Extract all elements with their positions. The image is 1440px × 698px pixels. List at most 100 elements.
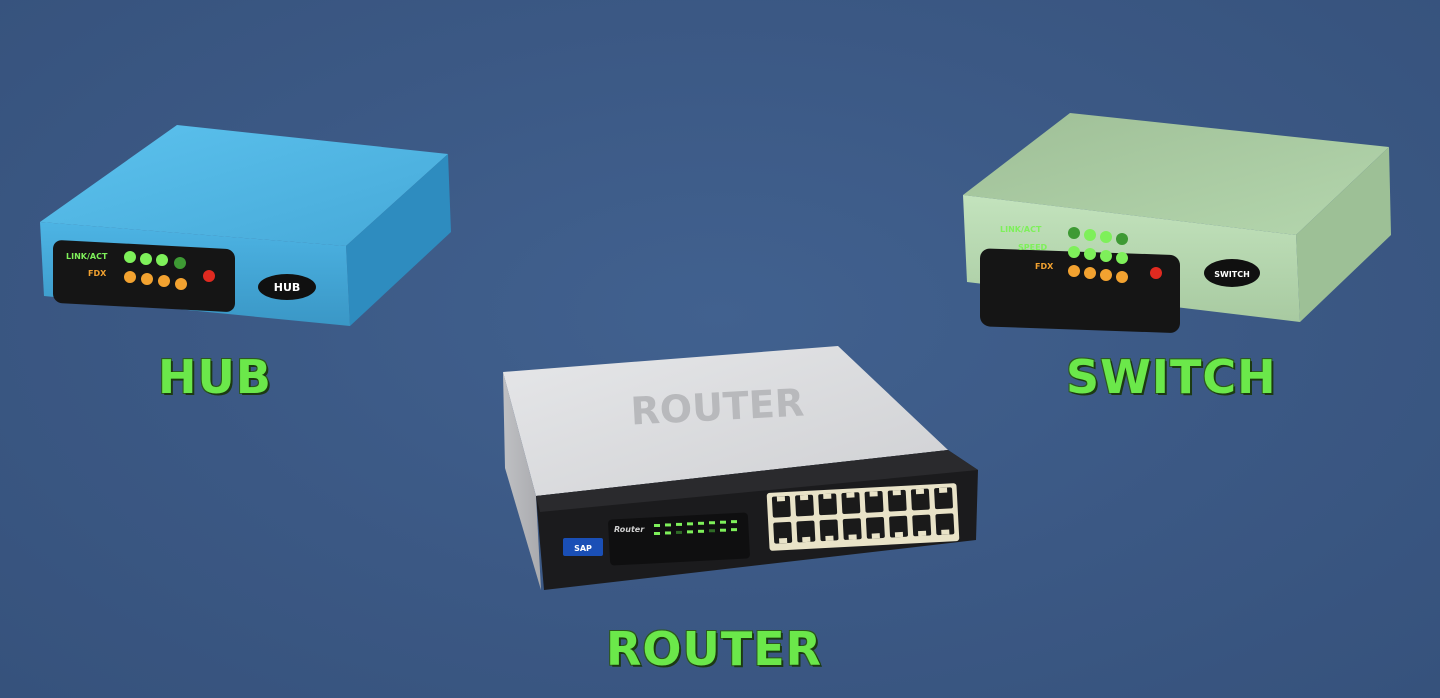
- switch-side-face: [1296, 147, 1391, 322]
- router-port-led: [698, 521, 704, 525]
- switch-led-label-speed: SPEED: [1018, 243, 1048, 252]
- hub-led-orange-4: [175, 278, 187, 290]
- router-caption: ROUTER: [606, 622, 823, 676]
- switch-badge: [1204, 259, 1260, 287]
- switch-led-panel: [980, 248, 1180, 333]
- router-led-panel: [608, 512, 750, 566]
- ethernet-port: [934, 487, 953, 510]
- router-port-led: [676, 530, 682, 534]
- hub-led-green-2: [140, 253, 152, 265]
- ethernet-port: [819, 519, 839, 542]
- switch-led-link-3: [1100, 231, 1112, 243]
- ethernet-port: [773, 521, 793, 544]
- router-port-led: [698, 529, 704, 533]
- hub-badge-text: HUB: [274, 281, 301, 294]
- hub-led-green-3: [156, 254, 168, 266]
- ethernet-port-latch: [802, 536, 811, 543]
- ethernet-port: [912, 514, 932, 537]
- router-front-bevel: [536, 450, 978, 512]
- router-brand-badge: [563, 538, 603, 556]
- switch-device: LINK/ACT SPEED FDX SWITCH: [963, 113, 1391, 333]
- router-panel-label: Router: [614, 525, 645, 534]
- ethernet-port: [935, 513, 955, 536]
- hub-led-orange-1: [124, 271, 136, 283]
- ethernet-port: [889, 515, 908, 538]
- router-brand-text: SAP: [574, 544, 592, 553]
- ethernet-port: [795, 494, 814, 517]
- switch-led-speed-2: [1084, 248, 1096, 260]
- switch-led-fdx-4: [1116, 271, 1128, 283]
- router-ethernet-ports: [771, 487, 955, 544]
- switch-led-link-4: [1116, 233, 1128, 245]
- router-port-led: [676, 522, 682, 526]
- switch-led-fdx-1: [1068, 265, 1080, 277]
- ethernet-port: [887, 489, 907, 512]
- ethernet-port-latch: [918, 530, 927, 537]
- ethernet-port: [910, 488, 930, 511]
- switch-badge-text: SWITCH: [1214, 270, 1250, 279]
- hub-led-power: [203, 270, 215, 282]
- ethernet-port-latch: [871, 533, 880, 539]
- hub-led-orange-2: [141, 273, 153, 285]
- switch-caption: SWITCH: [1066, 350, 1277, 404]
- switch-led-label-fdx: FDX: [1035, 262, 1054, 271]
- hub-led-green-1: [124, 251, 136, 263]
- hub-top-face: [40, 125, 448, 246]
- switch-led-fdx-3: [1100, 269, 1112, 281]
- ethernet-port-latch: [799, 494, 809, 501]
- router-top-face: [503, 346, 948, 496]
- hub-led-orange-3: [158, 275, 170, 287]
- ethernet-port-latch: [776, 496, 786, 502]
- ethernet-port-latch: [894, 531, 904, 538]
- hub-led-label-fdx: FDX: [88, 269, 107, 278]
- switch-led-link-2: [1084, 229, 1096, 241]
- ethernet-port-latch: [823, 493, 832, 500]
- router-port-led: [709, 521, 715, 525]
- router-port-led: [720, 528, 726, 532]
- ethernet-port: [841, 492, 861, 514]
- ethernet-port-latch: [941, 529, 950, 535]
- ethernet-port-latch: [915, 488, 925, 495]
- ethernet-port-latch: [825, 535, 834, 541]
- switch-led-power: [1150, 267, 1162, 279]
- router-side-face: [503, 372, 541, 590]
- router-port-led: [687, 530, 693, 534]
- ethernet-port-latch: [846, 492, 855, 498]
- switch-led-speed-3: [1100, 250, 1112, 262]
- hub-led-green-4: [174, 257, 186, 269]
- hub-led-label-link: LINK/ACT: [66, 252, 108, 261]
- ethernet-port-latch: [869, 491, 878, 497]
- hub-device: LINK/ACT FDX HUB: [40, 125, 451, 326]
- ethernet-port: [864, 491, 884, 513]
- switch-led-link-1: [1068, 227, 1080, 239]
- router-port-led-group: [654, 520, 737, 535]
- switch-led-speed-4: [1116, 252, 1128, 264]
- hub-led-group: [124, 251, 215, 290]
- switch-led-group: [1068, 227, 1162, 283]
- ethernet-port-latch: [892, 489, 901, 496]
- ethernet-port: [796, 520, 816, 543]
- router-port-led: [665, 523, 671, 527]
- router-port-led: [654, 524, 660, 527]
- ethernet-port: [842, 518, 862, 540]
- ethernet-port-latch: [938, 487, 948, 493]
- router-top-label: ROUTER: [630, 381, 806, 434]
- ethernet-port: [865, 517, 885, 539]
- router-port-led: [687, 522, 693, 526]
- hub-badge: [258, 274, 316, 300]
- switch-led-speed-1: [1068, 246, 1080, 258]
- ethernet-port: [771, 495, 791, 518]
- router-port-led: [720, 520, 726, 524]
- ethernet-port-latch: [779, 538, 788, 544]
- router-port-led: [709, 529, 715, 533]
- router-port-led: [654, 532, 660, 535]
- hub-caption: HUB: [158, 350, 272, 404]
- switch-top-face: [963, 113, 1389, 235]
- switch-led-label-link: LINK/ACT: [1000, 225, 1042, 234]
- router-port-led: [731, 520, 737, 524]
- router-device: ROUTER SAP Router: [503, 346, 978, 590]
- router-port-led: [665, 531, 671, 535]
- router-port-led: [731, 528, 737, 532]
- ethernet-port-latch: [848, 534, 857, 540]
- ethernet-port: [818, 493, 838, 516]
